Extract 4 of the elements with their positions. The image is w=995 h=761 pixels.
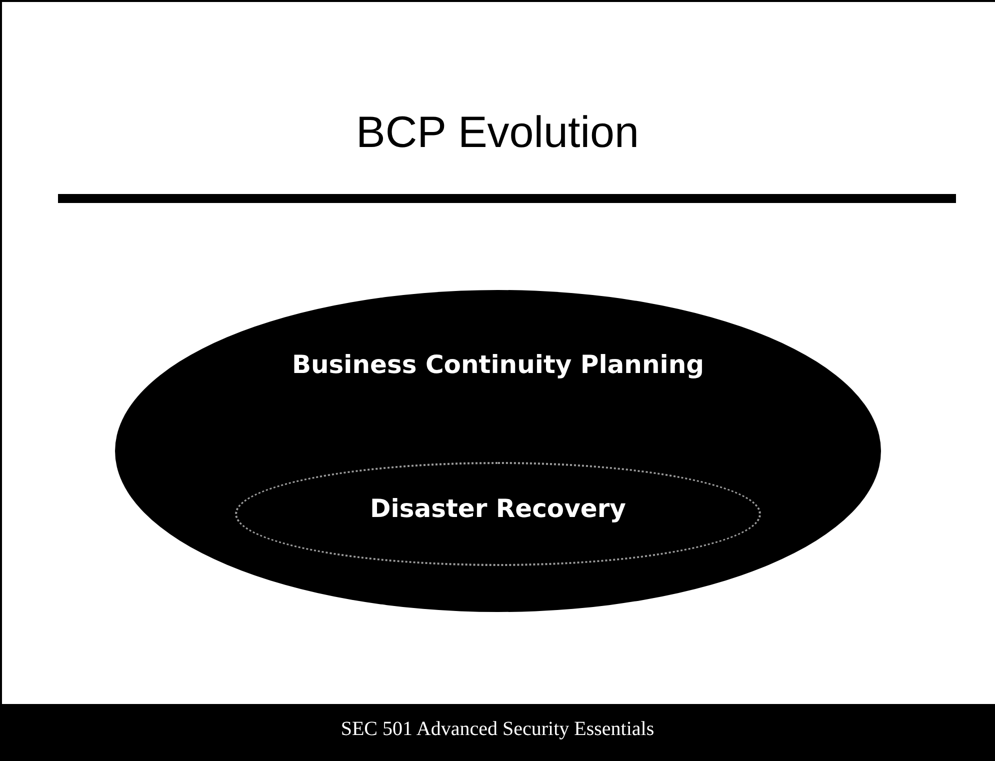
ellipse-label: Disaster Recovery xyxy=(370,494,626,523)
footer-text: SEC 501 Advanced Security Essentials xyxy=(340,718,654,741)
slide-title: BCP Evolution xyxy=(355,108,640,158)
ellipse-label: Business Continuity Planning xyxy=(292,350,704,379)
